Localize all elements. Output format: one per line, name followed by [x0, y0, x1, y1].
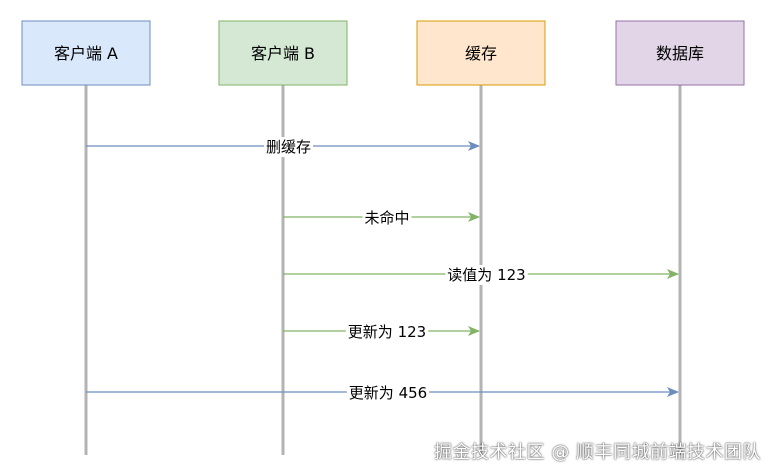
message-label-4: 更新为 123 [348, 323, 426, 341]
participant-box-b [218, 20, 348, 86]
message-label-1: 删缓存 [266, 138, 311, 156]
message-label-bg-3 [445, 265, 528, 285]
participant-box-db [615, 20, 745, 86]
message-label-5: 更新为 456 [349, 384, 427, 402]
participant-label-b: 客户端 B [251, 44, 315, 63]
participant-box-a [21, 20, 151, 86]
message-label-2: 未命中 [364, 209, 409, 227]
message-label-bg-1 [263, 137, 314, 157]
participant-label-a: 客户端 A [54, 44, 118, 63]
participant-label-db: 数据库 [656, 44, 704, 63]
message-label-bg-2 [362, 208, 412, 228]
participant-box-cache [416, 20, 546, 86]
participant-label-cache: 缓存 [465, 44, 497, 63]
message-label-3: 读值为 123 [447, 266, 525, 284]
message-label-bg-5 [346, 383, 430, 403]
watermark-text: 掘金技术社区 @ 顺丰同城前端技术团队 [434, 442, 761, 463]
message-label-bg-4 [345, 322, 429, 342]
participants: 客户端 A 客户端 B 缓存 数据库 [21, 20, 745, 86]
